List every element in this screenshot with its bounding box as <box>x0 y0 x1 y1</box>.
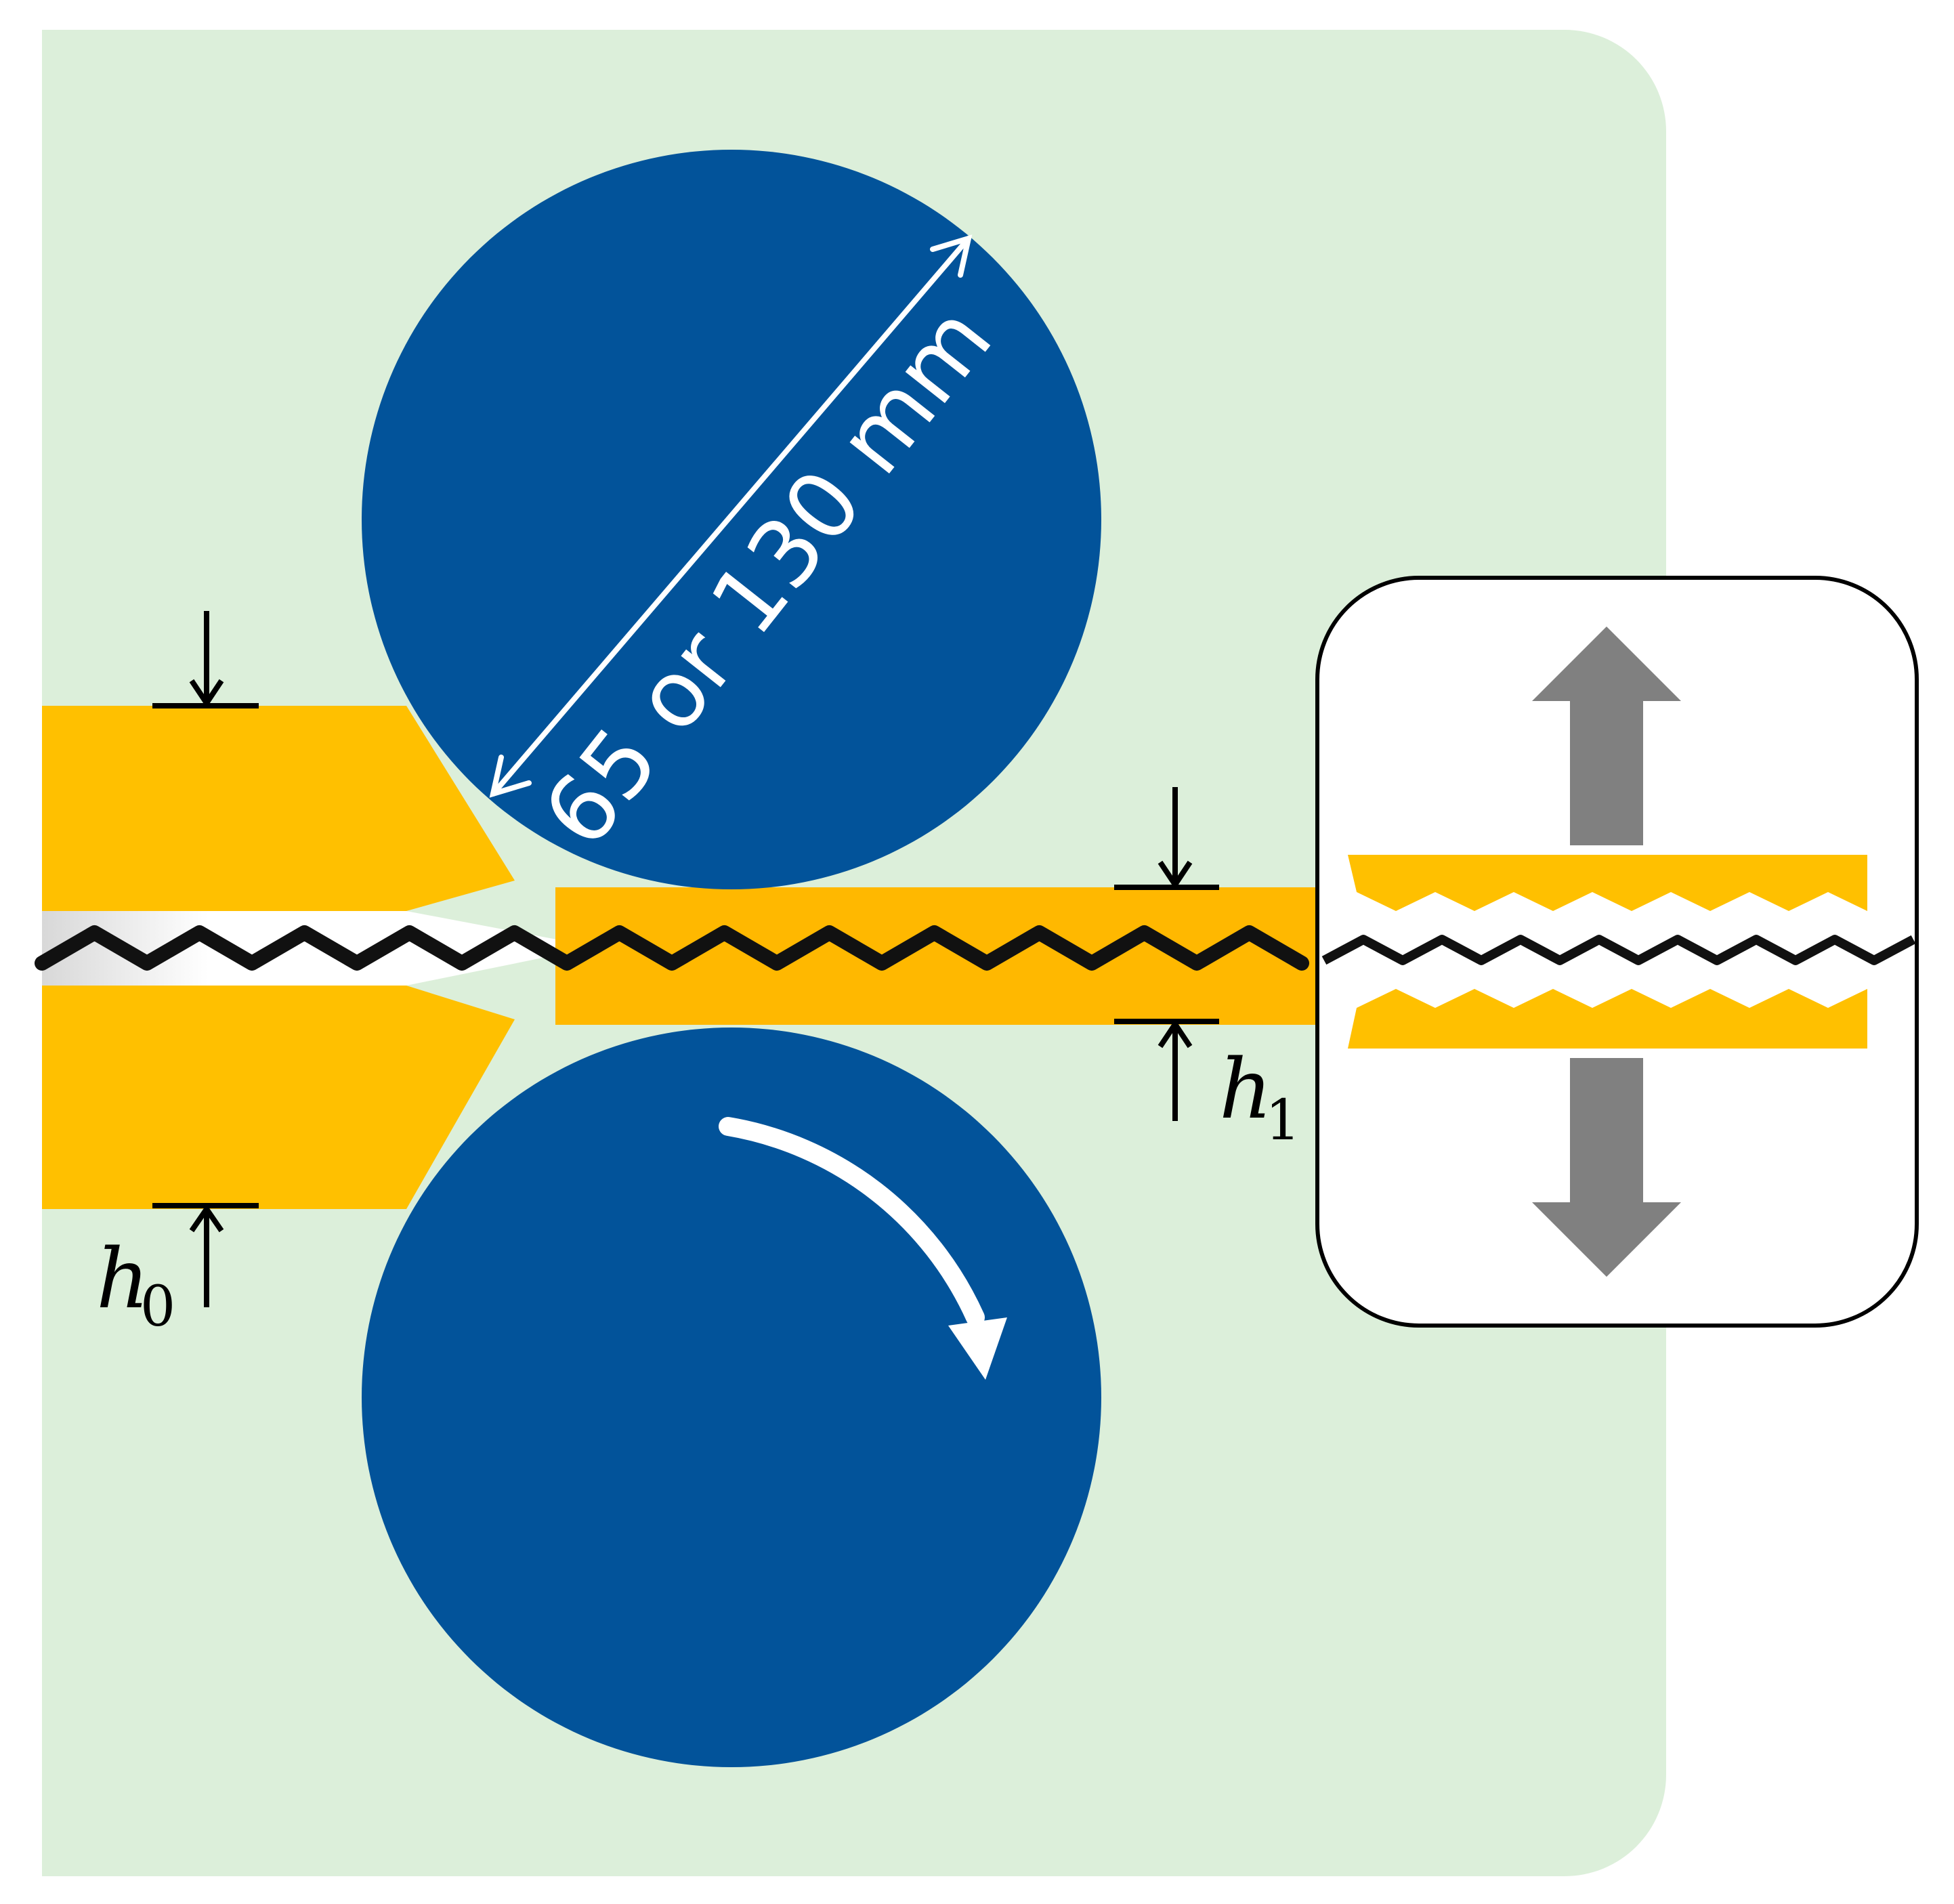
thickness-marker-h1 <box>1114 787 1219 1121</box>
label-h1-subscript: 1 <box>1265 1088 1300 1153</box>
interface-line <box>35 925 1309 971</box>
label-h1-symbol: h <box>1219 1041 1273 1137</box>
clockwise-rotation-icon <box>719 1117 1007 1380</box>
label-h0-symbol: h <box>96 1231 150 1327</box>
arrow-down-icon <box>1532 1058 1681 1277</box>
label-h0-subscript: 0 <box>140 1275 175 1339</box>
peel-test-inset <box>1315 576 1919 1328</box>
separated-sheet-top <box>1348 855 1867 911</box>
arrow-up-icon <box>1532 627 1681 845</box>
incoming-sheet-bottom <box>42 986 515 1209</box>
thickness-marker-h0 <box>152 611 259 1307</box>
diameter-arrow <box>489 234 973 798</box>
inset-interface-line <box>1321 935 1916 965</box>
separated-sheet-bottom <box>1348 989 1867 1049</box>
lower-roll <box>362 1028 1101 1767</box>
label-h1: h 1 <box>1219 1041 1300 1153</box>
incoming-sheet-top <box>42 706 515 911</box>
upper-roll <box>362 150 1101 889</box>
label-h0: h 0 <box>96 1231 175 1339</box>
